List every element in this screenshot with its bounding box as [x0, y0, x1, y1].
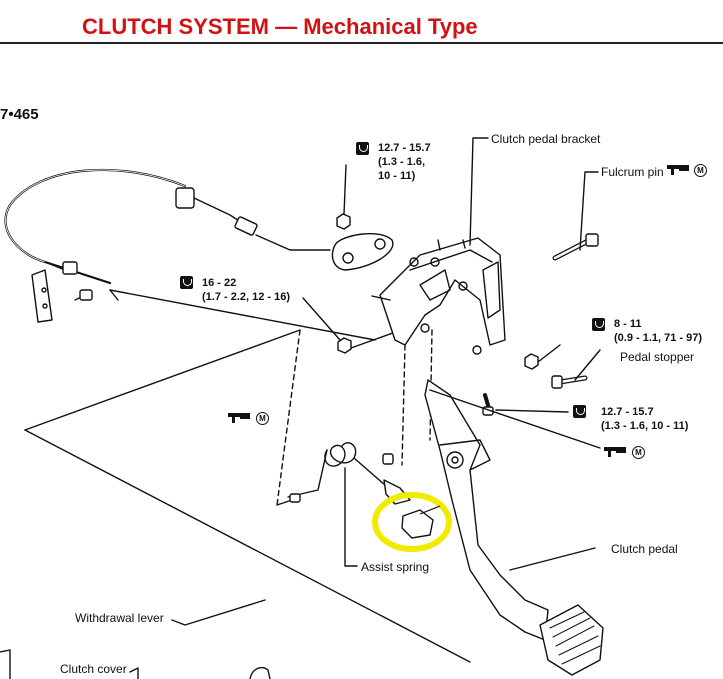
page-code: 7•465: [0, 106, 39, 123]
header-rule: [0, 42, 723, 44]
torque-t1-line3: 10 - 11): [378, 170, 416, 182]
m-circle-icon: M: [632, 446, 645, 459]
m-circle-icon: M: [694, 164, 707, 177]
label-withdrawal-lever: Withdrawal lever: [75, 611, 164, 625]
torque-t4-line2: (1.3 - 1.6, 10 - 11): [601, 420, 689, 432]
grease-gun-icon: [604, 447, 626, 457]
highlight-circle: [372, 492, 452, 552]
m-circle-icon: M: [256, 412, 269, 425]
label-clutch-pedal-bracket: Clutch pedal bracket: [491, 132, 601, 146]
nut-top: [336, 213, 351, 230]
cable-bracket: [31, 269, 53, 323]
label-clutch-pedal: Clutch pedal: [611, 542, 678, 556]
torque-t2-line2: (1.7 - 2.2, 12 - 16): [202, 291, 291, 303]
torque-t3-line2: (0.9 - 1.1, 71 - 97): [614, 332, 703, 344]
torque-t1-line2: (1.3 - 1.6,: [378, 156, 426, 168]
pedal-pad: [539, 604, 604, 676]
torque-t2-line1: 16 - 22: [202, 277, 237, 289]
label-pedal-stopper: Pedal stopper: [620, 350, 695, 364]
assist-spring: [287, 442, 386, 498]
cable-adjuster: [175, 187, 195, 209]
clutch-cable: [4, 168, 187, 285]
grease-gun-icon: [228, 413, 250, 423]
torque-wrench-icon: [573, 405, 586, 418]
highlighted-part: [401, 509, 434, 539]
cable-clip-plate: [331, 233, 394, 271]
page-title: CLUTCH SYSTEM — Mechanical Type: [82, 14, 478, 39]
grease-gun-icon: [667, 165, 689, 175]
torque-wrench-icon: [356, 142, 369, 155]
firewall-outline: [109, 289, 376, 341]
torque-t4-line1: 12.7 - 15.7: [601, 406, 654, 418]
torque-t1-line1: 12.7 - 15.7: [378, 142, 431, 154]
label-clutch-cover: Clutch cover: [60, 662, 127, 676]
torque-t3-line1: 8 - 11: [614, 318, 642, 330]
label-assist-spring: Assist spring: [361, 560, 430, 574]
label-fulcrum-pin: Fulcrum pin: [601, 165, 664, 179]
nut-16-22: [337, 337, 352, 354]
torque-wrench-icon: [180, 276, 193, 289]
torque-wrench-icon: [592, 318, 605, 331]
cable-end: [234, 216, 258, 236]
pedal-bracket: [379, 237, 506, 346]
nut-8-11: [524, 353, 539, 370]
